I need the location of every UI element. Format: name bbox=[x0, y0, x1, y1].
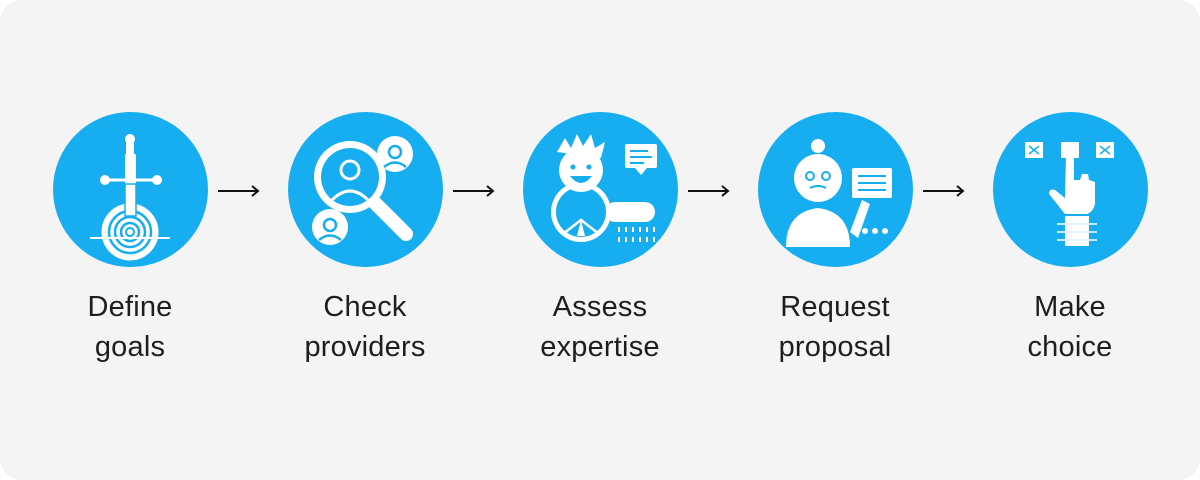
step-circle bbox=[757, 112, 913, 267]
step-label: Make choice bbox=[970, 287, 1170, 367]
step-label: Assess expertise bbox=[500, 287, 700, 367]
step-check-providers: Check providers bbox=[265, 112, 465, 367]
step-circle bbox=[287, 112, 443, 267]
step-label-line1: Make bbox=[1034, 291, 1106, 323]
arrow-right-icon bbox=[453, 185, 495, 197]
magnifier-people-icon bbox=[311, 136, 413, 245]
person-presenting-note-icon bbox=[785, 139, 892, 247]
arrow-right-icon bbox=[923, 185, 965, 197]
step-label-line2: proposal bbox=[778, 331, 892, 363]
arrow-right-icon bbox=[218, 185, 260, 197]
step-label-line1: Check bbox=[323, 291, 407, 323]
step-label-line2: providers bbox=[304, 331, 426, 363]
step-define-goals: Define goals bbox=[30, 112, 230, 367]
step-request-proposal: Request proposal bbox=[735, 112, 935, 367]
sword-in-target-icon bbox=[89, 134, 170, 261]
step-label-line2: choice bbox=[1027, 331, 1113, 363]
step-label-line1: Define bbox=[87, 291, 173, 323]
step-label: Request proposal bbox=[735, 287, 935, 367]
arrow-right-icon bbox=[688, 185, 730, 197]
step-assess-expertise: Assess expertise bbox=[500, 112, 700, 367]
step-label-line2: expertise bbox=[540, 331, 660, 363]
step-label-line2: goals bbox=[94, 331, 166, 363]
step-label-line1: Assess bbox=[552, 291, 648, 323]
hand-selecting-box-icon bbox=[1024, 142, 1114, 246]
step-label: Check providers bbox=[265, 287, 465, 367]
step-circle bbox=[992, 112, 1148, 267]
step-circle bbox=[522, 112, 678, 267]
step-make-choice: Make choice bbox=[970, 112, 1170, 367]
person-magnifier-chat-icon bbox=[550, 134, 657, 242]
step-label-line1: Request bbox=[780, 291, 890, 323]
step-label: Define goals bbox=[30, 287, 230, 367]
step-circle bbox=[52, 112, 208, 267]
